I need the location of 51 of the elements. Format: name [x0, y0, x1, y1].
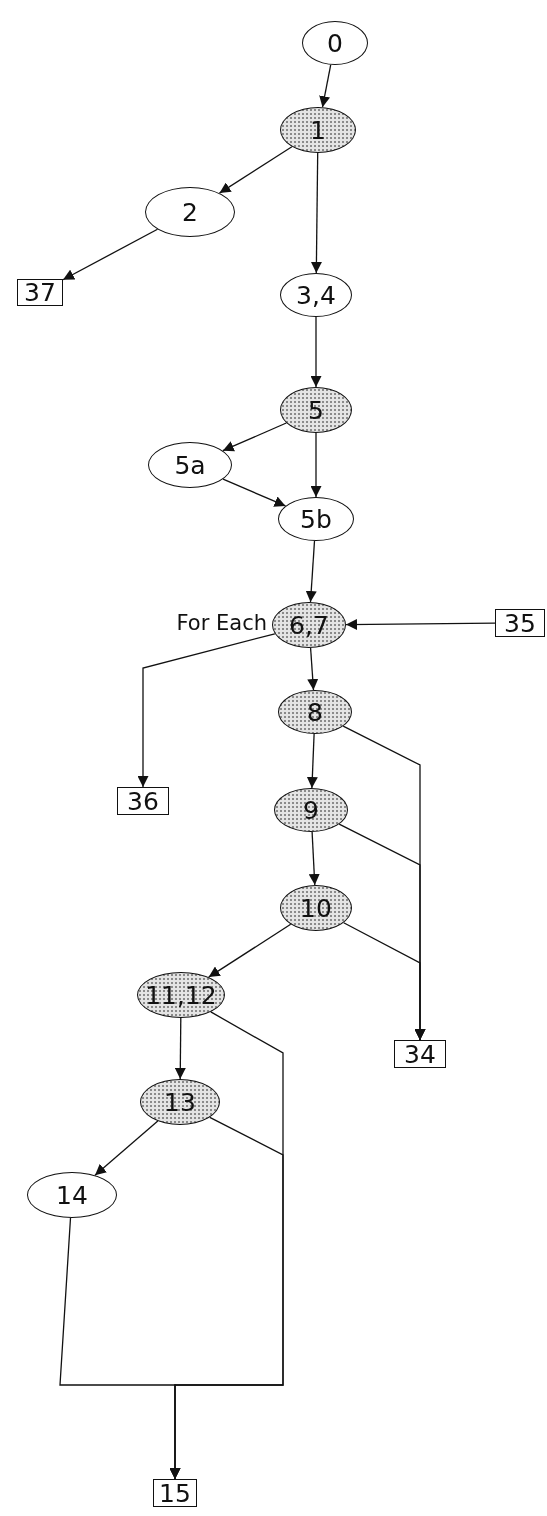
node-ellipse [148, 442, 232, 488]
shaded-node-ellipse [280, 387, 352, 433]
shaded-node-ellipse [278, 690, 352, 734]
arrow [94, 1120, 159, 1176]
node-number: 37 [24, 279, 56, 305]
reference-box [394, 1040, 446, 1068]
arrow [137, 633, 276, 788]
arrow [306, 733, 318, 789]
arrow [310, 432, 322, 498]
arrow [218, 146, 293, 194]
reference-box [117, 787, 169, 815]
arrow [222, 422, 287, 452]
reference-box [17, 278, 63, 306]
node-ellipse [278, 497, 354, 541]
node-number: 14 [56, 1182, 88, 1208]
node-number: 5b [300, 506, 332, 532]
shaded-node-ellipse [274, 788, 348, 832]
arrow [319, 64, 332, 108]
node-number: 10 [300, 895, 332, 921]
arrow [59, 1217, 181, 1480]
arrow [343, 922, 426, 1041]
node-number: 36 [127, 788, 159, 814]
arrow [310, 316, 322, 388]
arrow [174, 1017, 186, 1080]
node-number: 35 [504, 610, 536, 636]
arrow [222, 478, 287, 507]
node-number: 15 [159, 1480, 191, 1506]
node-number: 1 [310, 117, 326, 143]
node-number: 5a [174, 452, 206, 478]
node-number: 0 [327, 30, 343, 56]
node-number: 3,4 [296, 282, 336, 308]
node-number: 13 [164, 1089, 196, 1115]
arrow [310, 152, 322, 274]
loop-note: For Each [176, 610, 267, 635]
node-number: 6,7 [289, 612, 329, 638]
arrow [305, 540, 317, 603]
shaded-node-ellipse [140, 1079, 220, 1125]
node-ellipse [302, 21, 368, 65]
arrow [62, 228, 159, 281]
arrow [308, 831, 320, 886]
arrow [307, 647, 319, 691]
node-number: 8 [307, 699, 323, 725]
node-number: 9 [303, 797, 319, 823]
reference-box [495, 609, 545, 637]
reference-box [153, 1479, 197, 1507]
arrow [345, 619, 496, 630]
node-number: 5 [308, 397, 324, 423]
node-number: 11,12 [145, 982, 217, 1008]
node-number: 34 [404, 1041, 436, 1067]
node-number: 2 [182, 199, 198, 225]
shaded-node-ellipse [280, 885, 352, 931]
